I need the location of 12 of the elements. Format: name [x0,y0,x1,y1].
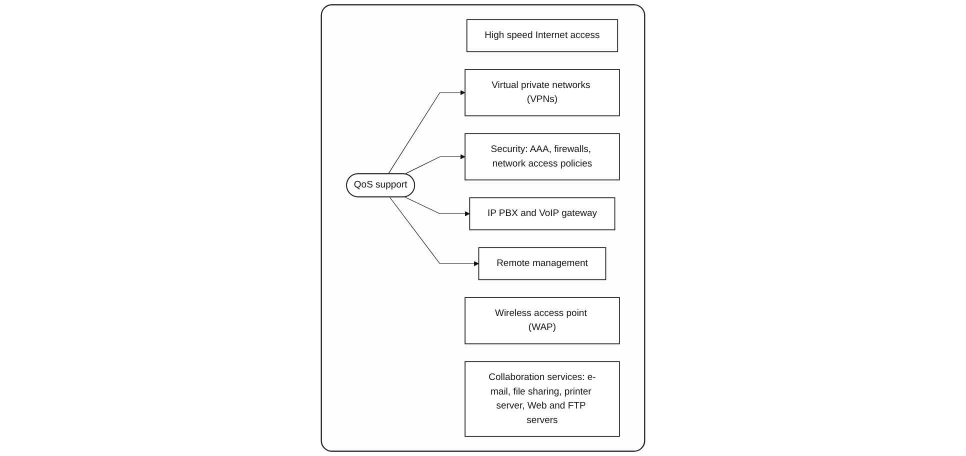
node-box: IP PBX and VoIP gateway [469,197,616,230]
arrow [388,90,466,174]
node-box: Collaboration services: e-mail, file sharing, printer server, Web and FTP servers [464,361,620,437]
node-box: High speed Internet access [466,19,618,52]
cluster [320,4,646,452]
node-box: Remote management [478,247,606,280]
node-box: Security: AAA, firewalls, network access policies [464,133,620,180]
node-box: Wireless access point (WAP) [464,297,620,344]
arrow [389,196,479,266]
node-box: Virtual private networks (VPNs) [464,69,620,116]
arrow [404,154,466,174]
arrow [404,196,470,216]
